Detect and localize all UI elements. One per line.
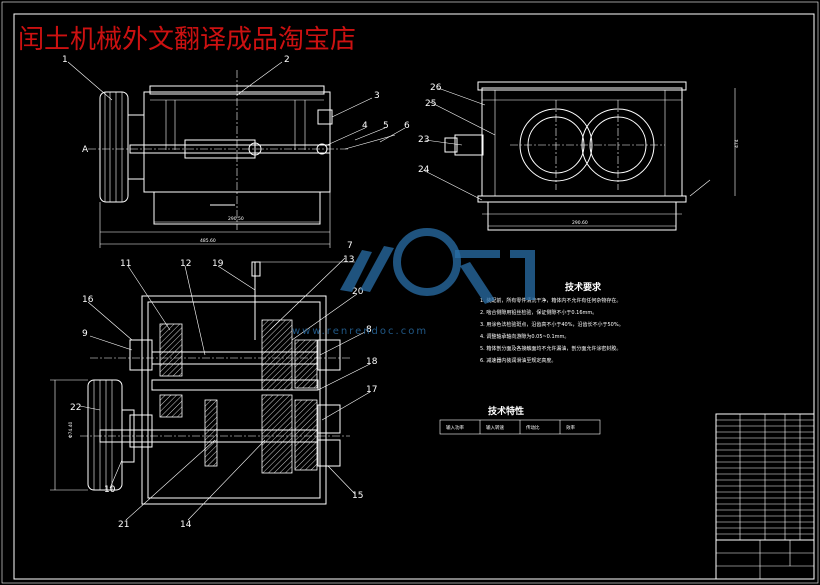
part-label-1: 1 [62,55,68,65]
part-label-6: 6 [404,121,410,131]
part-label-21: 21 [118,520,129,530]
part-label-7: 7 [347,241,353,251]
part-label-16: 16 [82,295,94,305]
dim-top-overall: 485.60 [200,238,216,244]
tech-requirement-line: 1. 装配前，所有零件清洗干净，箱体内不允许有任何杂物存在。 [480,297,621,304]
watermark-title: 闰土机械外文翻译成品淘宝店 [18,25,356,55]
part-label-22: 22 [70,403,81,413]
part-label-20: 20 [352,287,364,297]
part-label-15: 15 [352,491,363,501]
part-labels: 1 2 3 4 5 6 7 8 9 10 11 12 13 14 15 16 1… [62,55,442,530]
section-label-a: A [82,145,89,155]
tech-spec-cell: 传动比 [526,424,540,431]
side-view [444,81,736,231]
tech-requirements-list: 1. 装配前，所有零件清洗干净，箱体内不允许有任何杂物存在。 2. 啮合侧隙用铅… [480,297,624,364]
tech-requirement-line: 5. 箱体剖分面及各接触面均不允许漏油，剖分面允许涂密封胶。 [480,345,621,352]
part-label-13: 13 [343,255,354,265]
part-label-19: 19 [212,259,224,269]
leader-lines [67,61,496,521]
watermark-url: www.renrendoc.com [292,326,428,337]
watermark-logo [340,228,535,304]
part-label-3: 3 [374,91,380,101]
part-label-25: 25 [425,99,436,109]
part-label-23: 23 [418,135,429,145]
tech-requirement-line: 6. 减速器内装润滑油至规定高度。 [480,357,556,364]
dim-right-width: 290.60 [572,220,588,226]
tech-requirements-title: 技术要求 [565,281,602,293]
part-label-5: 5 [383,121,389,131]
part-label-10: 10 [104,485,116,495]
part-label-24: 24 [418,165,430,175]
part-label-17: 17 [366,385,377,395]
part-label-26: 26 [430,83,442,93]
front-view [88,70,396,248]
section-view [50,261,355,505]
part-label-8: 8 [366,325,372,335]
part-label-18: 18 [366,357,378,367]
part-label-14: 14 [180,520,192,530]
tech-specs-title: 技术特性 [488,405,524,417]
title-block [715,413,815,580]
tech-specs-table: 输入功率 输入转速 传动比 效率 [439,419,601,435]
tech-spec-cell: 效率 [566,424,575,431]
tech-spec-cell: 输入转速 [486,424,504,431]
tech-requirement-line: 4. 调整轴承轴向游隙为0.05~0.1mm。 [480,333,569,340]
dim-right-height: 474 [734,139,740,148]
part-label-9: 9 [82,329,88,339]
dim-left-height: Φ74.40 [68,421,74,438]
part-label-12: 12 [180,259,191,269]
part-label-2: 2 [284,55,290,65]
tech-spec-cell: 输入功率 [446,424,464,431]
dim-top-width: 290.50 [228,216,244,222]
tech-requirement-line: 2. 啮合侧隙用铅丝检验，保证侧隙不小于0.16mm。 [480,309,597,316]
part-label-4: 4 [362,121,368,131]
part-label-11: 11 [120,259,131,269]
tech-requirement-line: 3. 用涂色法检验斑点，沿齿高不小于40%，沿齿长不小于50%。 [480,321,624,328]
inner-frame [13,13,815,580]
